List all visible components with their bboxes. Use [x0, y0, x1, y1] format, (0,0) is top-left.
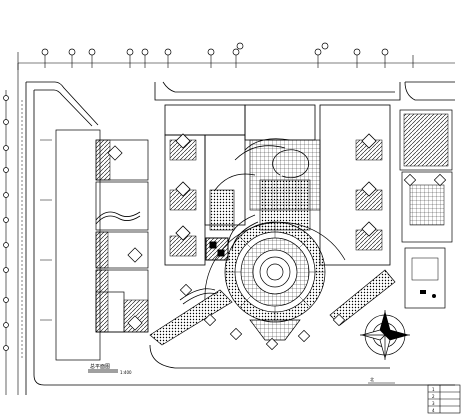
drawing-title: 总平面图 — [90, 363, 110, 370]
plaza-radial-lines — [225, 222, 325, 322]
dark-block — [205, 237, 229, 261]
plaza-paving — [209, 139, 321, 231]
diagonal-walkways — [149, 269, 396, 346]
right-building-hatch — [403, 113, 449, 281]
left-labels-small — [40, 139, 52, 321]
tower-diamonds — [175, 133, 377, 241]
walkway-curves — [179, 288, 218, 305]
drawing-scale: 1:400 — [120, 370, 132, 375]
right-building-block — [399, 109, 453, 309]
plaza-arc-bands — [227, 214, 259, 251]
left-landscape-paths — [95, 211, 141, 225]
legend-num-2: 2 — [432, 394, 435, 399]
tower-hatch — [169, 139, 383, 257]
legend-num-1: 1 — [432, 387, 435, 392]
plaza-small-diamonds — [179, 283, 346, 351]
right-diamonds — [403, 173, 447, 187]
right-equipment-marks — [420, 290, 436, 298]
legend-numbers: 1 2 3 4 — [432, 387, 435, 413]
site-boundary-road — [25, 81, 455, 395]
compass-label: 北 — [370, 376, 374, 382]
legend-table — [427, 384, 461, 414]
compass-rose-icon — [360, 310, 410, 360]
legend-num-4: 4 — [432, 408, 435, 413]
left-axis-line — [5, 63, 19, 395]
legend-num-3: 3 — [432, 401, 435, 406]
left-building-hatch — [95, 139, 149, 333]
compass-caption: 北 — [368, 376, 395, 384]
top-grid-markers — [41, 42, 389, 56]
plaza-curves — [214, 138, 310, 191]
left-grid-markers — [3, 95, 9, 351]
title-block: 总平面图 1:400 — [88, 363, 132, 375]
left-diamond-nodes — [107, 145, 143, 331]
top-ticks — [44, 55, 414, 68]
